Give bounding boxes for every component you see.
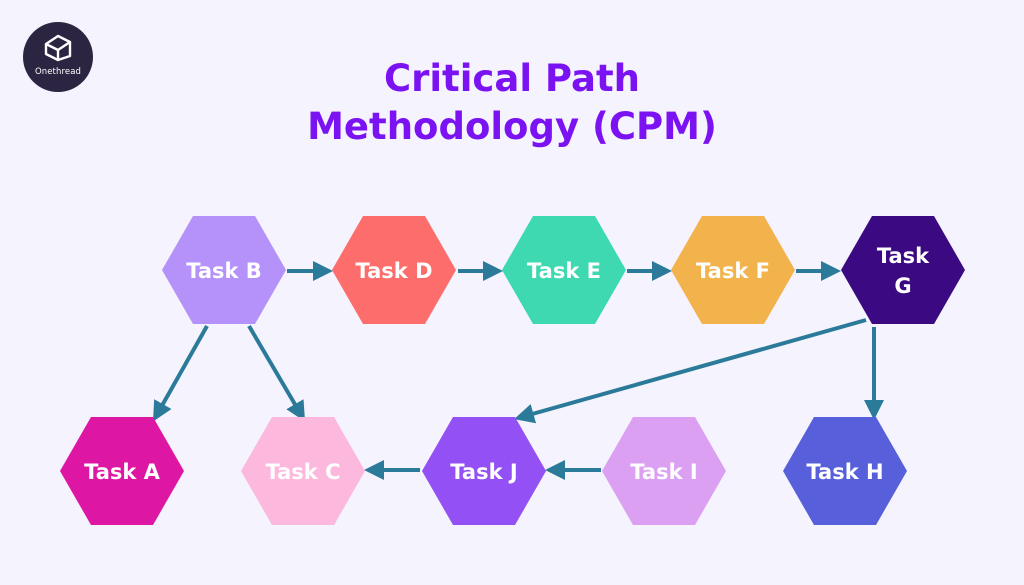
hexagon-shape — [671, 216, 795, 324]
task-label: G — [894, 274, 911, 298]
hexagon-shape — [332, 216, 456, 324]
logo-icon — [44, 34, 72, 62]
title-line-2: Methodology (CPM) — [307, 105, 717, 148]
task-label: Task D — [356, 259, 433, 283]
diagram-title: Critical Path Methodology (CPM) — [262, 55, 762, 151]
title-line-1: Critical Path — [383, 57, 641, 100]
task-label: Task F — [696, 259, 770, 283]
task-label: Task B — [186, 259, 262, 283]
hexagon-shape — [162, 216, 286, 324]
hexagon-shape — [502, 216, 626, 324]
onethread-logo: Onethread — [23, 22, 93, 92]
task-node-a: Task A — [60, 417, 184, 525]
edges-layer — [153, 261, 884, 480]
task-node-d: Task D — [332, 216, 456, 324]
task-label: Task I — [630, 460, 697, 484]
task-node-i: Task I — [602, 417, 726, 525]
arrow-b-to-c — [247, 324, 306, 422]
hexagon-shape — [841, 216, 965, 324]
task-node-j: Task J — [422, 417, 546, 525]
task-node-h: Task H — [783, 417, 907, 525]
task-node-b: Task B — [162, 216, 286, 324]
logo-text: Onethread — [34, 67, 82, 77]
task-label: Task E — [527, 259, 601, 283]
task-label: Task C — [266, 460, 341, 484]
task-label: Task — [877, 244, 930, 268]
task-node-c: Task C — [241, 417, 365, 525]
arrow-g-to-j — [514, 318, 867, 424]
arrow-b-to-a — [153, 325, 209, 422]
task-node-f: Task F — [671, 216, 795, 324]
hexagon-shape — [602, 417, 726, 525]
hexagon-shape — [60, 417, 184, 525]
hexagon-shape — [422, 417, 546, 525]
task-label: Task A — [84, 460, 161, 484]
hexagon-shape — [241, 417, 365, 525]
hexagon-shape — [783, 417, 907, 525]
task-label: Task H — [806, 460, 883, 484]
task-label: Task J — [450, 460, 517, 484]
task-node-e: Task E — [502, 216, 626, 324]
